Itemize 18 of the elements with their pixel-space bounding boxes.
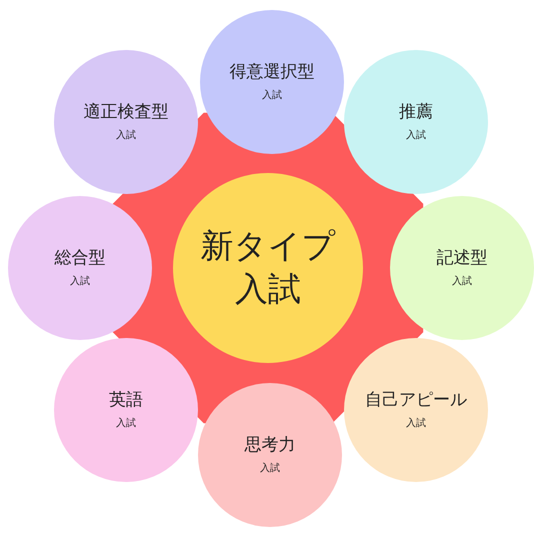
circle-subtitle: 入試 bbox=[116, 128, 136, 142]
circle-subtitle: 入試 bbox=[262, 88, 282, 102]
circle-title: 適正検査型 bbox=[84, 102, 168, 122]
circle-title: 新タイプ入試 bbox=[200, 225, 336, 310]
circle-title: 英語 bbox=[109, 390, 143, 410]
circle-subtitle: 入試 bbox=[406, 128, 426, 142]
circle-title: 推薦 bbox=[399, 102, 433, 122]
circle-title: 思考力 bbox=[244, 434, 296, 456]
circle-title: 自己アピール bbox=[365, 390, 467, 410]
category-circle bbox=[390, 196, 534, 340]
circle-subtitle: 入試 bbox=[70, 274, 90, 288]
circle-subtitle: 入試 bbox=[452, 274, 472, 288]
circle-subtitle: 入試 bbox=[260, 462, 280, 476]
circle-title: 得意選択型 bbox=[230, 62, 314, 82]
circle-title: 記述型 bbox=[436, 248, 488, 268]
circle-title: 総合型 bbox=[54, 248, 106, 268]
circle-subtitle: 入試 bbox=[406, 416, 426, 430]
circle-subtitle: 入試 bbox=[116, 416, 136, 430]
